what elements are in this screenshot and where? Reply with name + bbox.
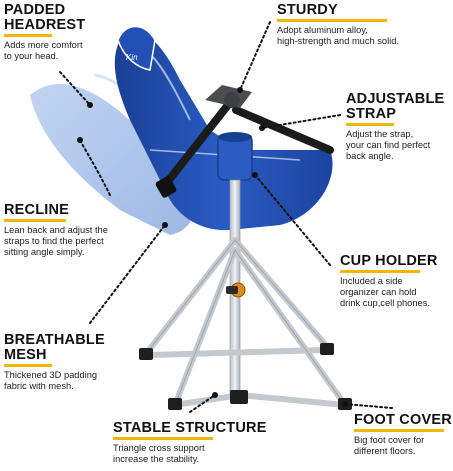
swivel-hub (205, 85, 252, 108)
adjustable-straps (155, 101, 334, 198)
foot-covers (139, 343, 352, 410)
feature-title: STABLE STRUCTURE (113, 420, 267, 436)
feature-title: RECLINE (4, 202, 70, 218)
accent-bar (277, 19, 387, 22)
brand-mark: Kin (126, 53, 138, 62)
feature-sturdy: STURDY Adopt aluminum alloy,high-strengt… (277, 3, 452, 47)
accent-bar (340, 270, 420, 273)
accent-bar (4, 219, 66, 222)
height-adjust-knob (226, 282, 246, 298)
accent-bar (4, 364, 52, 367)
accent-bar (354, 429, 444, 432)
accent-bar (346, 123, 394, 126)
cup-holder-graphic (217, 132, 253, 181)
accent-bar (4, 34, 52, 37)
feature-title: FOOT COVER (354, 412, 452, 428)
feature-desc: Adopt aluminum alloy,high-strength and m… (277, 25, 399, 46)
feature-title: STURDY (277, 2, 338, 18)
feature-title: CUP HOLDER (340, 253, 438, 269)
accent-bar (113, 437, 213, 440)
